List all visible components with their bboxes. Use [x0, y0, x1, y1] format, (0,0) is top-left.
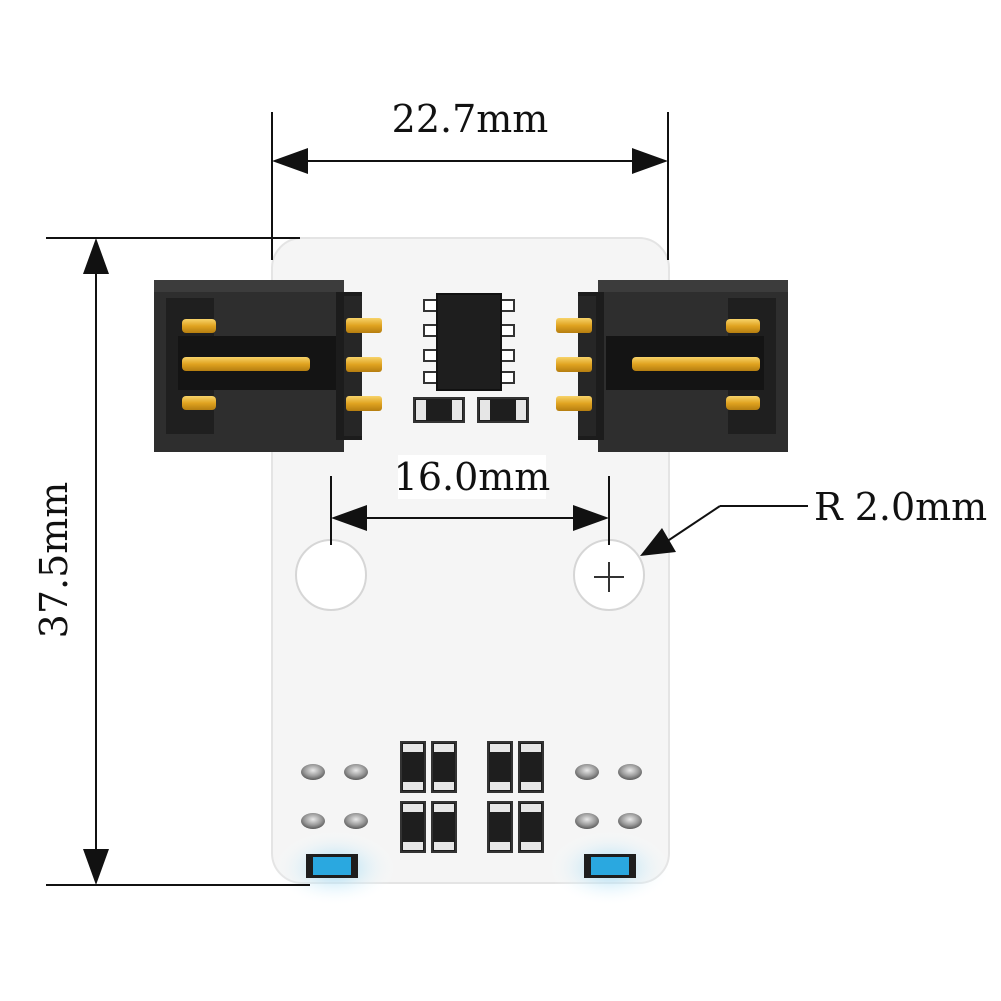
- hole-spacing-dimension: [330, 476, 610, 545]
- pads-right: [575, 764, 642, 829]
- radius-callout: [640, 505, 808, 556]
- height-dimension: [46, 237, 310, 886]
- height-label: 37.5mm: [32, 482, 76, 639]
- width-dimension: [271, 112, 669, 260]
- connector-left: [154, 280, 382, 452]
- radius-label: R 2.0mm: [814, 485, 987, 529]
- pin-right-3: [726, 396, 760, 410]
- pin-left-1: [182, 319, 216, 333]
- mounting-hole-left: [295, 539, 367, 611]
- pin-right-2: [632, 357, 760, 371]
- ic-chip: [423, 293, 515, 391]
- led-left: [306, 854, 358, 878]
- hole-spacing-label: 16.0mm: [394, 455, 551, 499]
- pin-right-1: [726, 319, 760, 333]
- connector-right: [556, 280, 788, 452]
- smd-resistor-2: [477, 397, 529, 423]
- pin-left-3: [182, 396, 216, 410]
- pads-left: [301, 764, 368, 829]
- pin-left-2: [182, 357, 310, 371]
- led-right: [584, 854, 636, 878]
- width-label: 22.7mm: [392, 97, 549, 141]
- smd-resistor-1: [413, 397, 465, 423]
- smd-array: [400, 741, 544, 853]
